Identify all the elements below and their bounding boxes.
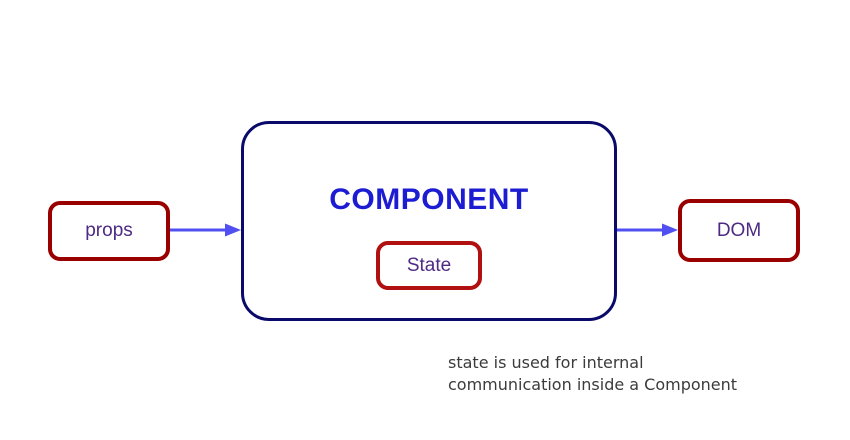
props-to-component-arrow (170, 223, 241, 237)
component-box: COMPONENT State (241, 121, 617, 321)
caption-line-2: communication inside a Component (448, 374, 738, 394)
arrow-head-icon (225, 223, 241, 237)
props-box: props (48, 201, 170, 261)
dom-box: DOM (678, 199, 800, 262)
component-title: COMPONENT (329, 183, 529, 216)
caption-line-1: state is used for internal (448, 353, 644, 372)
dom-label: DOM (716, 219, 762, 241)
state-label: State (406, 254, 452, 276)
component-to-dom-arrow (617, 223, 678, 237)
props-label: props (85, 220, 133, 241)
arrow-head-icon (662, 223, 678, 237)
caption: state is used for internal communication… (448, 352, 737, 395)
state-box: State (376, 241, 482, 290)
